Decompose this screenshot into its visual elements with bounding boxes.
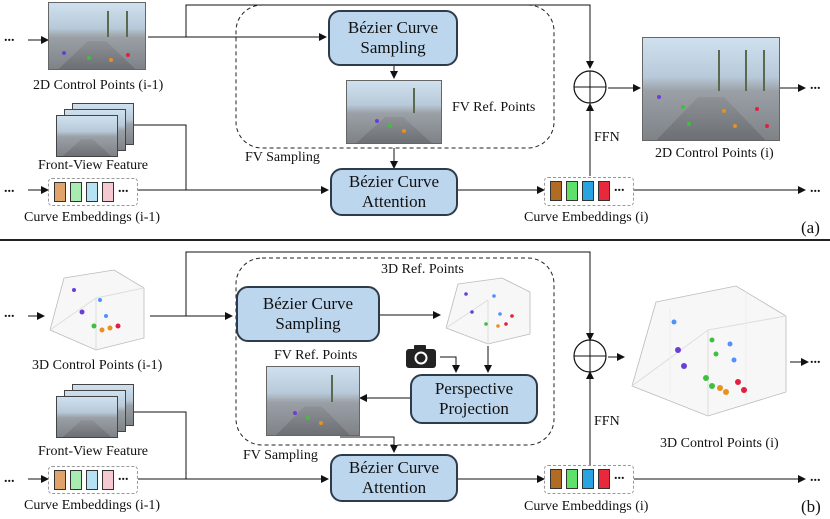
bezier-curve-sampling-box-b: Bézier Curve Sampling <box>236 286 380 342</box>
ellipsis-b-bottom: ... <box>4 471 15 486</box>
ellipsis-b-top: ... <box>4 306 15 321</box>
label-3d-control-points-in: 3D Control Points (i-1) <box>32 358 163 373</box>
bezier-curve-attention-box-b: Bézier Curve Attention <box>330 454 458 502</box>
road-image-2d-control-points <box>48 2 146 70</box>
curve-embeddings-in-a: ... <box>48 178 138 206</box>
fv-ref-points-image-a <box>346 80 442 144</box>
label-3d-ref-points: 3D Ref. Points <box>381 262 464 277</box>
curve-embeddings-in-b: ... <box>48 466 138 494</box>
perspective-projection-box: Perspective Projection <box>410 374 538 424</box>
label-2d-control-points-in: 2D Control Points (i-1) <box>33 78 164 93</box>
label-fv-ref-points-b: FV Ref. Points <box>274 348 358 363</box>
label-ffn-b: FFN <box>594 414 620 429</box>
panel-a-tag: (a) <box>801 218 820 237</box>
label-fv-ref-points-a: FV Ref. Points <box>452 100 536 115</box>
fv-ref-points-image-b <box>266 366 360 436</box>
label-front-view-feature-b: Front-View Feature <box>38 444 148 459</box>
ellipsis-a-bottom: ... <box>4 181 15 196</box>
label-fv-sampling-a: FV Sampling <box>245 150 320 165</box>
curve-embeddings-out-b: ... <box>544 465 634 494</box>
panel-divider <box>0 239 830 241</box>
bezier-curve-attention-box-a: Bézier Curve Attention <box>330 168 458 216</box>
ellipsis-b-right-top: ... <box>810 352 821 367</box>
bezier-curve-sampling-box-a: Bézier Curve Sampling <box>328 10 458 66</box>
label-ffn-a: FFN <box>594 130 620 145</box>
label-curve-embeddings-in-b: Curve Embeddings (i-1) <box>24 498 161 513</box>
3d-plot-ref-points <box>445 277 531 345</box>
label-front-view-feature-a: Front-View Feature <box>38 158 148 173</box>
3d-plot-control-points-in <box>49 269 145 351</box>
3d-plot-control-points-out <box>631 285 787 417</box>
ellipsis-a-top: ... <box>4 30 15 45</box>
ellipsis-a-right-bottom: ... <box>810 181 821 196</box>
label-curve-embeddings-out-b: Curve Embeddings (i) <box>524 499 649 514</box>
label-curve-embeddings-out-a: Curve Embeddings (i) <box>524 210 649 225</box>
curve-embeddings-out-a: ... <box>544 177 634 206</box>
ellipsis-a-right-top: ... <box>810 78 821 93</box>
road-image-2d-control-points-out <box>642 37 780 141</box>
fv-sampling-region-b <box>235 257 555 446</box>
ellipsis-b-right-bottom: ... <box>810 470 821 485</box>
label-2d-control-points-out: 2D Control Points (i) <box>655 146 774 161</box>
label-curve-embeddings-in-a: Curve Embeddings (i-1) <box>24 210 161 225</box>
label-fv-sampling-b: FV Sampling <box>243 448 318 463</box>
label-3d-control-points-out: 3D Control Points (i) <box>660 436 779 451</box>
panel-b-tag: (b) <box>801 497 821 516</box>
camera-icon <box>406 345 436 368</box>
